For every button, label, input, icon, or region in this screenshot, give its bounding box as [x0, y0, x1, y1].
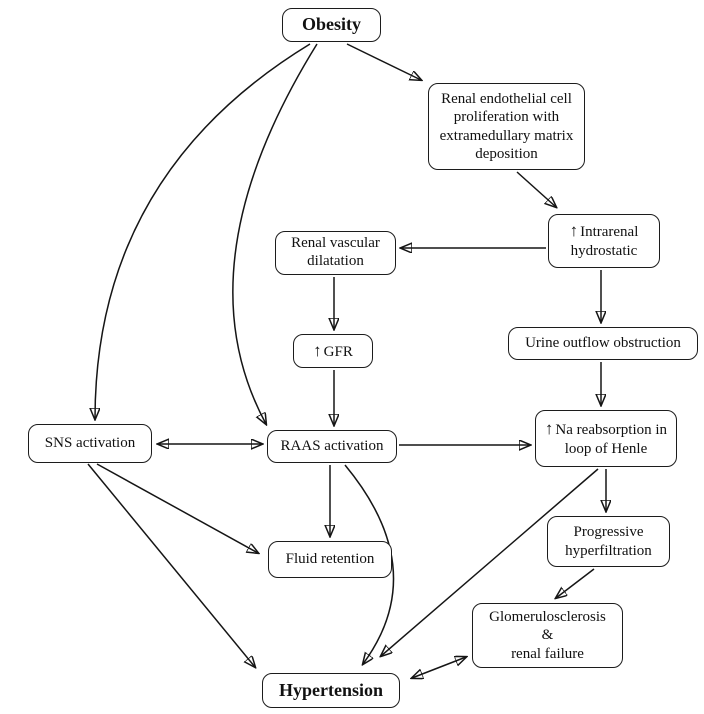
up-arrow-icon: ↑: [544, 418, 553, 438]
arrow-obesity-to-raas-activation: [232, 43, 318, 424]
node-glomerulosclerosis-line3: renal failure: [511, 645, 584, 662]
node-urine-outflow-label: Urine outflow obstruction: [525, 335, 681, 352]
node-sns-label: SNS activation: [44, 435, 136, 452]
node-raas-label: RAAS activation: [280, 438, 384, 455]
node-hypertension-label: Hypertension: [278, 679, 383, 700]
node-glomerulosclerosis-renal-failure: Glomerulosclerosis & renal failure: [472, 603, 623, 668]
arrow-renal-endothelial-to-intrarenal: [516, 171, 556, 207]
arrow-obesity-to-renal-endothelial: [346, 43, 421, 80]
node-urine-outflow-obstruction: Urine outflow obstruction: [508, 327, 698, 360]
up-arrow-icon: ↑: [569, 221, 578, 241]
node-intrarenal-hydrostatic: ↑Intrarenal hydrostatic: [548, 214, 660, 268]
node-glomerulosclerosis-line2: &: [541, 627, 554, 644]
node-hypertension: Hypertension: [262, 673, 400, 708]
node-renal-vascular-label: Renal vascular dilatation: [291, 235, 380, 270]
node-obesity-label: Obesity: [301, 14, 361, 35]
up-arrow-icon: ↑: [313, 340, 321, 360]
arrow-progressive-to-glomerulosclerosis: [556, 568, 595, 598]
node-gfr-label: GFR: [323, 343, 353, 360]
node-obesity: Obesity: [282, 8, 381, 42]
node-raas-activation: RAAS activation: [267, 430, 397, 463]
node-fluid-retention-label: Fluid retention: [285, 551, 375, 568]
arrow-raas-to-hypertension-curve: [344, 464, 395, 664]
node-progressive-hyperfiltration: Progressive hyperfiltration: [547, 516, 670, 567]
arrow-obesity-to-sns-activation: [95, 43, 311, 419]
node-sns-activation: SNS activation: [28, 424, 152, 463]
arrow-sns-to-fluid-retention: [96, 463, 258, 553]
arrow-na-reabsorption-to-hypertension: [381, 468, 599, 656]
node-renal-endothelial-proliferation: Renal endothelial cell proliferation wit…: [428, 83, 585, 170]
arrow-glomerulosclerosis-hypertension-double: [412, 657, 466, 678]
node-na-reabsorption-label: Na reabsorption in loop of Henle: [555, 421, 668, 457]
node-glomerulosclerosis-line1: Glomerulosclerosis: [489, 609, 606, 626]
node-progressive-label: Progressive hyperfiltration: [565, 524, 652, 559]
node-renal-vascular-dilatation: Renal vascular dilatation: [275, 231, 396, 275]
node-na-reabsorption: ↑Na reabsorption in loop of Henle: [535, 410, 677, 467]
node-renal-endothelial-label: Renal endothelial cell proliferation wit…: [439, 90, 574, 162]
node-fluid-retention: Fluid retention: [268, 541, 392, 578]
node-intrarenal-label: Intrarenal hydrostatic: [570, 224, 639, 260]
arrow-sns-to-hypertension: [87, 463, 255, 667]
node-gfr: ↑GFR: [293, 334, 373, 368]
